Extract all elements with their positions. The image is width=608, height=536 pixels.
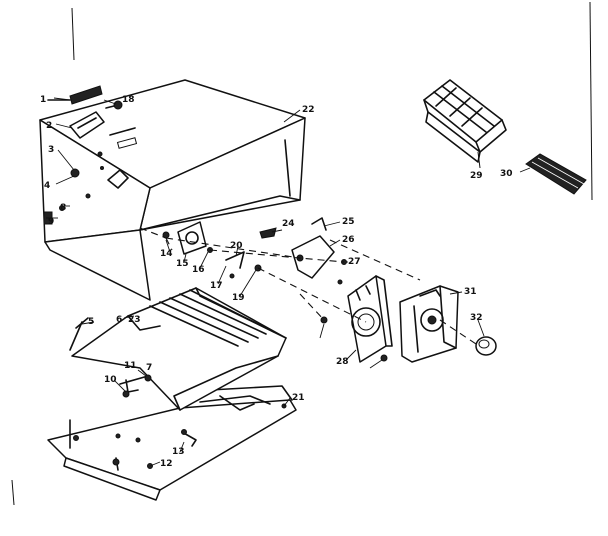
callout-16: 16 <box>192 265 205 275</box>
grille-part <box>525 153 587 195</box>
callout-19: 19 <box>232 293 245 303</box>
callout-1: 1 <box>40 95 46 105</box>
scan-edge-line <box>589 1 593 201</box>
callout-8: 8 <box>60 203 66 213</box>
callout-6: 6 <box>116 315 122 325</box>
callout-28: 28 <box>336 357 349 367</box>
callout-9: 9 <box>48 217 54 227</box>
callout-14: 14 <box>160 249 173 259</box>
scan-edge-line <box>71 7 75 61</box>
callout-21: 21 <box>292 393 305 403</box>
callout-32: 32 <box>470 313 483 323</box>
callout-20: 20 <box>230 241 243 251</box>
callout-labels: 1 2 3 4 5 6 7 8 9 10 11 12 13 14 15 16 1… <box>40 95 513 469</box>
callout-25: 25 <box>342 217 355 227</box>
callout-30: 30 <box>500 169 513 179</box>
callout-26: 26 <box>342 235 355 245</box>
callout-31: 31 <box>464 287 477 297</box>
callout-18: 18 <box>122 95 135 105</box>
callout-13: 13 <box>172 447 185 457</box>
callout-27: 27 <box>348 257 361 267</box>
callout-5: 5 <box>88 317 94 327</box>
handle-and-screw-parts <box>47 85 123 139</box>
callout-22: 22 <box>302 105 315 115</box>
callout-23: 23 <box>128 315 141 325</box>
wire-rack-part <box>423 79 507 163</box>
callout-11: 11 <box>124 361 137 371</box>
callout-15: 15 <box>176 259 189 269</box>
callout-17: 17 <box>210 281 223 291</box>
callout-7: 7 <box>146 363 152 373</box>
leader-lines <box>46 97 531 467</box>
scan-edge-line <box>11 479 15 506</box>
box-slot <box>116 137 138 149</box>
motor-mount-part <box>259 217 347 285</box>
callout-12: 12 <box>160 459 173 469</box>
callout-4: 4 <box>44 181 50 191</box>
fan-housing-part <box>320 275 393 363</box>
callout-29: 29 <box>470 171 483 181</box>
lower-hardware-parts <box>69 317 197 447</box>
upper-box-part <box>39 79 306 301</box>
callout-24: 24 <box>282 219 295 229</box>
callout-10: 10 <box>104 375 117 385</box>
callout-3: 3 <box>48 145 54 155</box>
lower-pan-part <box>47 385 297 501</box>
assembly-lines <box>139 151 481 345</box>
evaporator-cover-part <box>71 287 287 411</box>
callout-2: 2 <box>46 121 52 131</box>
fan-cover-part <box>399 285 497 363</box>
